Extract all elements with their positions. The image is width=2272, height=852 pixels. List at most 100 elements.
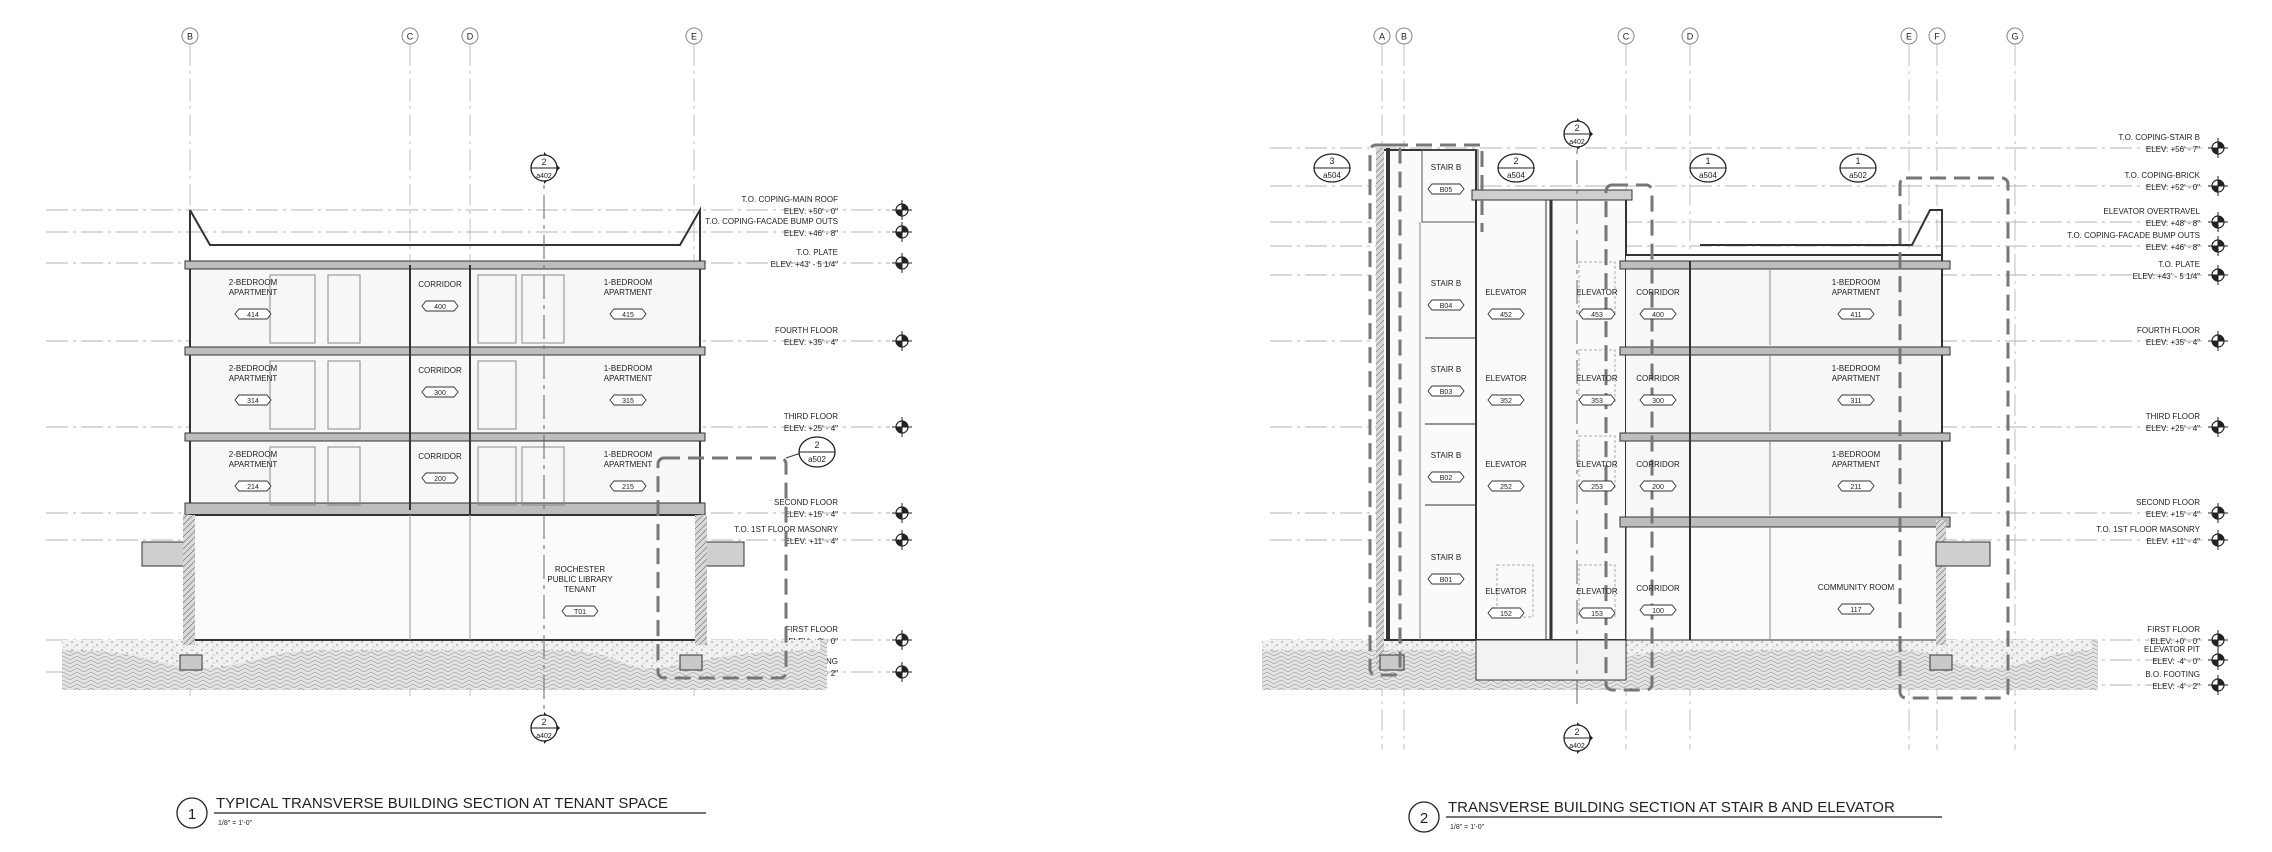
- level-name: T.O. COPING-MAIN ROOF: [742, 195, 839, 204]
- room-name: ELEVATOR: [1576, 288, 1618, 297]
- level-marker-icon: [892, 503, 912, 523]
- level-name: THIRD FLOOR: [784, 412, 838, 421]
- room-name: 1-BEDROOM: [1832, 278, 1881, 287]
- room-name: 1-BEDROOM: [1832, 450, 1881, 459]
- room-name: CORRIDOR: [418, 280, 462, 289]
- grid-bubble-label: G: [2011, 32, 2018, 42]
- level-elevation: ELEV: +0' - 0": [2150, 637, 2200, 646]
- room-name: 1-BEDROOM: [1832, 364, 1881, 373]
- level-name: T.O. PLATE: [2158, 260, 2200, 269]
- detail-tag: 3 a504: [1313, 153, 1351, 183]
- level-marker-icon: [892, 530, 912, 550]
- level-name: THIRD FLOOR: [2146, 412, 2200, 421]
- level-marker-icon: [2208, 138, 2228, 158]
- room-tag: 252: [1500, 484, 1512, 491]
- cut-tag-sheet: a402: [536, 173, 552, 180]
- room-name: 1-BEDROOM: [604, 278, 653, 287]
- title-number: 2: [1420, 810, 1428, 827]
- level-name: T.O. COPING-FACADE BUMP OUTS: [705, 217, 838, 226]
- level-name: B.O. FOOTING: [2145, 670, 2200, 679]
- room-tag: B03: [1440, 389, 1453, 396]
- room-name: COMMUNITY ROOM: [1818, 583, 1895, 592]
- level-elevation: ELEV: +25' - 4": [2146, 424, 2200, 433]
- detail-tag-num: 3: [1329, 156, 1334, 166]
- grid-line: G: [2006, 27, 2024, 750]
- room-label: CORRIDOR 300: [1636, 374, 1680, 406]
- building-shell: [1376, 148, 1991, 681]
- room-tag: 315: [622, 398, 634, 405]
- room-tag: 300: [1652, 398, 1664, 405]
- level-name: T.O. COPING-FACADE BUMP OUTS: [2067, 231, 2200, 240]
- room-name: APARTMENT: [604, 374, 653, 383]
- room-name: CORRIDOR: [418, 366, 462, 375]
- room-name: APARTMENT: [604, 460, 653, 469]
- level-marker-icon: [892, 253, 912, 273]
- room-name: APARTMENT: [229, 374, 278, 383]
- room-tag: B04: [1440, 303, 1453, 310]
- section-cut-tag-top: 2 a402: [530, 152, 560, 710]
- drawing-title-1: 1 TYPICAL TRANSVERSE BUILDING SECTION AT…: [176, 795, 706, 829]
- level-marker-icon: [2208, 675, 2228, 695]
- level-marker-icon: [2208, 630, 2228, 650]
- cut-tag-num: 2: [541, 157, 546, 167]
- room-name: TENANT: [564, 585, 596, 594]
- room-tag: 214: [247, 484, 259, 491]
- room-name: CORRIDOR: [1636, 374, 1680, 383]
- room-name: ELEVATOR: [1485, 374, 1527, 383]
- level-name: ELEVATOR PIT: [2144, 645, 2200, 654]
- room-tag: T01: [574, 609, 586, 616]
- room-tag: 452: [1500, 312, 1512, 319]
- drawing-title-2: 2 TRANSVERSE BUILDING SECTION AT STAIR B…: [1408, 799, 1942, 833]
- level-elevation: ELEV: +46' - 8": [2146, 243, 2200, 252]
- level-name: FOURTH FLOOR: [2137, 326, 2200, 335]
- level-elevation: ELEV: +56' - 7": [2146, 145, 2200, 154]
- detail-tag-num: 2: [1513, 156, 1518, 166]
- room-name: APARTMENT: [1832, 288, 1881, 297]
- room-tag: 100: [1652, 608, 1664, 615]
- cut-tag-num: 2: [1574, 123, 1579, 133]
- grid-bubble-label: B: [187, 32, 193, 42]
- grid-bubble-label: B: [1401, 32, 1407, 42]
- level-marker-icon: [2208, 265, 2228, 285]
- room-name: APARTMENT: [1832, 460, 1881, 469]
- detail-tag-num: 2: [814, 440, 819, 450]
- level-marker-icon: [2208, 650, 2228, 670]
- room-tag: 414: [247, 312, 259, 319]
- room-name: 2-BEDROOM: [229, 364, 278, 373]
- detail-tag-sheet: a504: [1323, 171, 1341, 180]
- room-tag: 311: [1850, 398, 1861, 405]
- level-name: FIRST FLOOR: [785, 625, 838, 634]
- room-name: APARTMENT: [1832, 374, 1881, 383]
- level-marker-icon: [892, 417, 912, 437]
- room-tag: 253: [1591, 484, 1603, 491]
- level-marker-icon: [2208, 176, 2228, 196]
- detail-tag-num: 1: [1705, 156, 1710, 166]
- level-marker-icon: [892, 662, 912, 682]
- section-cut-tag-top: 2 a402: [1563, 118, 1593, 710]
- level-elevation: ELEV: +52' - 0": [2146, 183, 2200, 192]
